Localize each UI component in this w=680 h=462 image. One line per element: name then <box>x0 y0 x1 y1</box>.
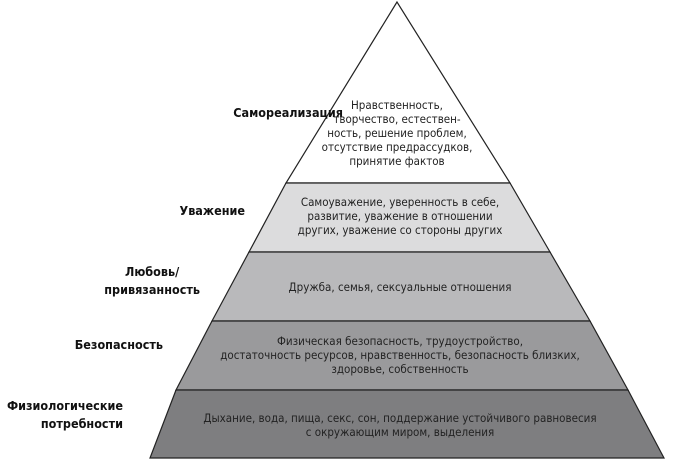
pyramid-layer-physiological <box>149 389 665 459</box>
description-line: ность, решение проблем, <box>327 126 467 140</box>
level-label-self-actualization: Самореализация <box>233 105 343 120</box>
level-label-line: Любовь/ <box>125 264 180 279</box>
description-line: других, уважение со стороны других <box>297 223 503 237</box>
level-label-love: Любовь/ привязанность <box>104 263 200 299</box>
level-label-esteem: Уважение <box>179 203 245 218</box>
description-line: с окружающим миром, выделения <box>305 425 495 439</box>
description-line: Физическая безопасность, трудоустройство… <box>276 334 524 348</box>
level-label-line: привязанность <box>104 282 200 297</box>
description-line: отсутствие предрассудков, <box>321 140 473 154</box>
description-line: достаточность ресурсов, нравственность, … <box>220 348 580 362</box>
level-description-safety: Физическая безопасность, трудоустройство… <box>220 334 580 376</box>
description-line: развитие, уважение в отношении <box>307 209 493 223</box>
level-label-line: Физиологические <box>6 398 123 413</box>
description-line: здоровье, собственность <box>331 362 469 376</box>
description-line: Дружба, семья, сексуальные отношения <box>288 280 512 294</box>
level-label-physiological: Физиологические потребности <box>7 397 123 433</box>
level-description-self-actualization: Нравственность, творчество, естествен- н… <box>322 98 473 168</box>
description-line: Нравственность, <box>351 98 443 112</box>
description-line: творчество, естествен- <box>333 112 461 126</box>
description-line: принятие фактов <box>349 154 445 168</box>
description-line: Дыхание, вода, пища, секс, сон, поддержа… <box>203 411 597 425</box>
description-line: Самоуважение, уверенность в себе, <box>300 195 500 209</box>
level-description-esteem: Самоуважение, уверенность в себе, развит… <box>298 195 503 237</box>
level-description-physiological: Дыхание, вода, пища, секс, сон, поддержа… <box>203 411 596 439</box>
level-label-line: потребности <box>40 416 123 431</box>
level-description-love: Дружба, семья, сексуальные отношения <box>289 280 512 294</box>
level-label-safety: Безопасность <box>74 337 163 352</box>
